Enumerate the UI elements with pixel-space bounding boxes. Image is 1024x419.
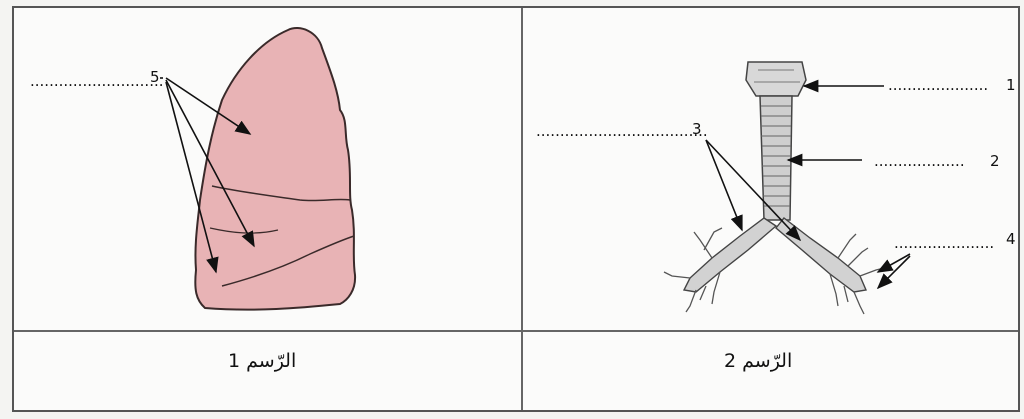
answer-line-2: ................... [874, 152, 965, 170]
figure-2-caption: الرّسم 2 [724, 350, 792, 372]
label-5: 5 [150, 68, 160, 86]
answer-line-4: ..................... [894, 234, 994, 252]
answer-line-1: ..................... [888, 76, 988, 94]
answer-line-3: .................................... [536, 122, 708, 140]
label-2: 2 [990, 152, 1000, 170]
pointer-4-a [878, 254, 910, 272]
left-bronchus-shape [684, 218, 776, 292]
answer-line-5: ............................ [30, 72, 164, 90]
label-1: 1 [1006, 76, 1016, 94]
figure-1-caption: الرّسم 1 [228, 350, 296, 372]
pointer-4-b [878, 256, 910, 288]
pointer-3-a [706, 140, 742, 230]
larynx-shape [746, 62, 806, 96]
label-4: 4 [1006, 230, 1016, 248]
label-3: 3 [692, 120, 702, 138]
